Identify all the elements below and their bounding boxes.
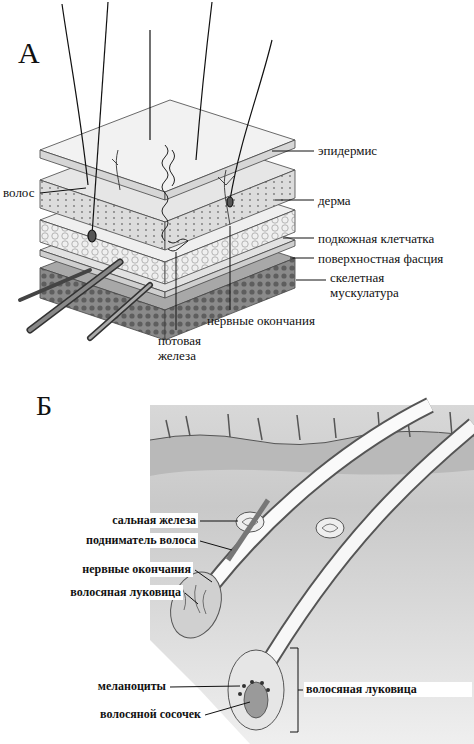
illustration-shape [170, 150, 175, 186]
illustration-shape [196, 2, 212, 160]
illustration-shape [165, 140, 295, 200]
illustration-shape [40, 188, 86, 193]
part-label: нервные окончания [207, 313, 367, 328]
illustration-shape [62, 4, 88, 185]
illustration-shape [272, 151, 314, 152]
illustration-shape [258, 425, 474, 680]
sweat-gland [162, 145, 188, 251]
panel-letter: А [18, 38, 62, 68]
illustration-shape [228, 650, 284, 730]
illustration-shape [334, 418, 336, 438]
illustration-shape [92, 2, 108, 235]
illustration-shape [200, 521, 238, 522]
illustration-shape [20, 270, 90, 300]
illustration-shape [238, 692, 242, 696]
illustration-shape [230, 40, 272, 200]
part-label: потовая железа [158, 333, 230, 363]
part-label: волос [3, 185, 51, 200]
illustration-shape [186, 416, 190, 436]
illustration-shape [258, 425, 474, 680]
illustration-shape [166, 420, 170, 438]
part-label: меланоциты [96, 679, 168, 694]
part-label: сальная железа [110, 513, 198, 528]
illustration-shape [176, 252, 177, 330]
illustration-shape [205, 702, 250, 715]
illustration-shape [149, 30, 150, 140]
illustration-shape [266, 688, 270, 692]
illustration-shape [450, 412, 452, 436]
illustration-shape [212, 405, 430, 585]
part-label: волосяной сосочек [98, 707, 203, 722]
illustration-shape [88, 230, 96, 242]
skin-block [40, 100, 295, 340]
illustration-shape [290, 648, 303, 732]
illustration-shape [200, 541, 232, 550]
leader-lines [40, 151, 326, 330]
illustration-shape [195, 570, 212, 582]
illustration-shape [185, 593, 198, 604]
blood-vessels [20, 262, 150, 338]
illustration-shape [162, 145, 168, 241]
illustration-shape [40, 150, 165, 200]
illustration-shape [316, 518, 344, 538]
illustration-shape [218, 170, 234, 225]
illustration-shape [250, 680, 254, 684]
illustration-shape [212, 405, 430, 585]
illustration-shape [150, 405, 474, 744]
illustration-shape [260, 681, 264, 685]
panel-letter: Б [36, 392, 80, 420]
illustration-shape [244, 682, 268, 718]
illustration-shape [150, 431, 474, 444]
part-label: подкожная клетчатка [318, 231, 472, 246]
illustration-shape [112, 150, 120, 190]
part-label: подниматель волоса [84, 533, 198, 548]
illustration-shape [170, 686, 240, 687]
illustration-shape [296, 280, 326, 281]
part-label: волосяная луковица [68, 585, 183, 600]
part-label: дерма [318, 193, 470, 208]
illustration-shape [168, 239, 188, 251]
hairs [62, 2, 272, 242]
illustration-shape [228, 414, 230, 437]
illustration-shape [227, 197, 233, 207]
part-label: поверхностная фасция [318, 251, 472, 266]
illustration-shape [297, 415, 300, 440]
illustration-shape [90, 285, 150, 338]
part-label: нервные окончания [80, 562, 193, 577]
illustration-shape [290, 258, 314, 259]
part-label: эпидермис [318, 143, 470, 158]
part-label: волосяная луковица [304, 682, 472, 697]
illustration-shape [322, 524, 338, 532]
illustration-shape [228, 500, 268, 560]
illustration-shape [90, 285, 150, 338]
nerve-endings [112, 150, 234, 225]
illustration-shape [242, 684, 246, 688]
illustration-shape [238, 680, 270, 696]
part-label: скелетная мускулатура [330, 270, 440, 300]
illustration-shape [258, 418, 262, 440]
illustration-shape [275, 200, 314, 201]
hair-follicle-illustration [150, 405, 474, 744]
leader-lines [170, 521, 303, 732]
illustration-shape [283, 238, 314, 239]
illustration-shape [182, 585, 206, 614]
illustration-shape [230, 226, 231, 310]
